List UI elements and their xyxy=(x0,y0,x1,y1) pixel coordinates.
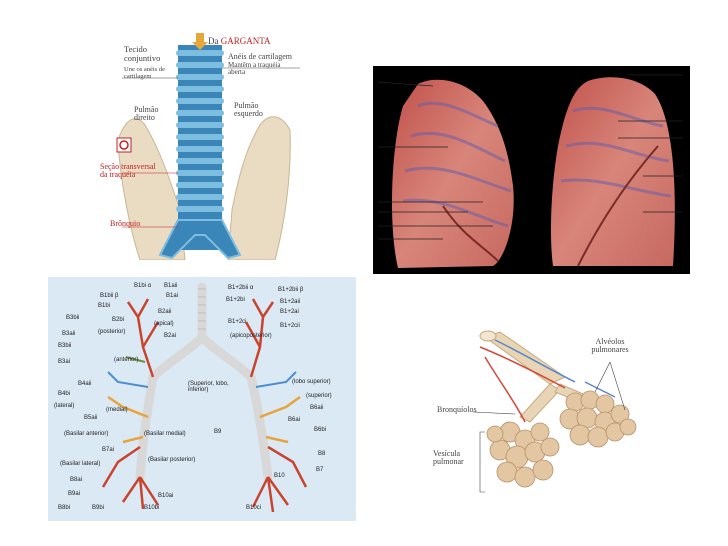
bt-label-21: (anterior) xyxy=(114,357,139,363)
lungs-photo-image xyxy=(377,74,683,268)
cross-section-icon xyxy=(116,137,132,153)
tecido-title: Tecido conjuntivo xyxy=(124,44,161,63)
bt-label-7: B1+2bi xyxy=(226,297,245,303)
bt-label-32: (Basilar lateral) xyxy=(60,461,101,467)
bt-label-24: B4aii xyxy=(78,381,92,387)
bt-label-43: (lobo superior) xyxy=(292,379,331,385)
cartilage-rings xyxy=(176,50,224,212)
bt-label-34: B7ai xyxy=(102,447,115,453)
bt-label-28: (lateral) xyxy=(54,403,75,409)
bt-label-38: B10bi xyxy=(144,505,160,511)
bt-label-4: B1+2bii β xyxy=(278,287,304,293)
vesicula-label: Vesícula pulmonar xyxy=(433,449,464,467)
lungs-photo: 1 2 3 4 5 6 1 2 7 4 6 xyxy=(373,66,690,274)
bt-label-20: (posterior) xyxy=(98,329,126,335)
bt-label-16: (apical) xyxy=(154,321,174,327)
trachea-diagram: Da GARGANTA Tecido conjuntivo Une os ané… xyxy=(100,30,310,260)
left-lung-photo xyxy=(550,77,675,266)
garganta-label: GARGANTA xyxy=(220,36,271,46)
bt-label-10: B3bii xyxy=(66,315,80,321)
bt-label-35: B8ai xyxy=(70,477,83,483)
bt-label-30: (Basilar medial) xyxy=(144,431,186,437)
lung-right-num-7: 7 xyxy=(682,133,687,142)
bt-label-19: B3bii xyxy=(58,343,72,349)
bt-label-6: B1ai xyxy=(166,293,179,299)
bronchial-tree-illustration xyxy=(101,282,308,513)
right-lung-photo xyxy=(391,79,514,268)
lung-right-num-4: 4 xyxy=(682,171,687,180)
lung-right-num-2: 2 xyxy=(682,116,687,125)
bt-label-45: B6bi xyxy=(314,427,327,433)
pulmao-esquerdo: Pulmão esquerdo xyxy=(234,101,263,119)
pulmao-direito: Pulmão direito xyxy=(134,105,159,123)
lung-right-num-1: 1 xyxy=(682,70,687,79)
aneis-title: Anéis de cartilagem xyxy=(228,52,292,61)
bt-label-31: (Basilar anterior) xyxy=(64,431,109,437)
bt-label-39: B9bi xyxy=(92,505,105,511)
bt-label-42: (Superior, lobo, inferior) xyxy=(188,381,229,393)
bt-label-14: B1+2cii xyxy=(280,323,300,329)
bt-label-33: (Basilar posterior) xyxy=(148,457,196,463)
alveolos-label: Alvéolos pulmonares xyxy=(591,337,629,355)
bt-label-47: B10 xyxy=(274,473,285,479)
garganta-prefix: Da xyxy=(208,36,219,46)
bt-label-8: B1+2aii xyxy=(280,299,301,305)
arrow-icon xyxy=(192,33,208,50)
bt-label-23: (superior) xyxy=(306,393,332,399)
bt-label-18: (apicoposterior) xyxy=(230,333,272,339)
bt-label-44: B6ai xyxy=(288,417,301,423)
bt-label-17: B2ai xyxy=(164,333,177,339)
alveoli-cluster-left xyxy=(486,421,560,488)
lung-right-num-6: 6 xyxy=(682,207,687,216)
bt-label-37: B10ai xyxy=(158,493,174,499)
bronquiolos-label: Bronquíolos xyxy=(437,405,477,414)
bt-label-49: B7 xyxy=(316,467,324,473)
bronchial-tree-diagram: B1bii β B1bi α B1aii B1+2bii α B1+2bii β… xyxy=(48,277,356,521)
bt-label-27: B6aii xyxy=(310,405,324,411)
bt-label-11: B2bi xyxy=(112,317,125,323)
bt-label-2: B1aii xyxy=(164,283,178,289)
bt-label-48: B8 xyxy=(318,451,326,457)
bt-label-9: B1+2ai xyxy=(280,309,299,315)
bt-label-13: B1+2ci xyxy=(228,319,247,325)
right-lung-shape xyxy=(117,118,186,260)
bt-label-25: B4bi xyxy=(58,391,71,397)
trachea-illustration xyxy=(116,33,300,260)
bt-label-3: B1+2bii α xyxy=(228,285,254,291)
tecido-desc: Une os anéis de cartilagem xyxy=(124,66,165,80)
bt-label-29: (medial) xyxy=(106,407,128,413)
bt-label-41: B10ci xyxy=(246,505,262,511)
bt-label-36: B9ai xyxy=(68,491,81,497)
alveoli-diagram: Alvéolos pulmonares Bronquíolos Vesícula… xyxy=(425,322,665,497)
bt-label-0: B1bii β xyxy=(100,293,119,299)
bronquio-label: Brônquio xyxy=(110,219,141,228)
left-lung-shape xyxy=(227,116,291,260)
bt-label-5: B1bi xyxy=(98,303,111,309)
bt-label-40: B8bi xyxy=(58,505,71,511)
bt-label-26: B5aii xyxy=(84,415,98,421)
bt-label-22: B3ai xyxy=(58,359,71,365)
secao-transversal: Seção transversal da traquéia xyxy=(100,162,156,180)
aneis-desc: Mantêm a traquéia aberta xyxy=(228,61,281,77)
bt-label-12: B2aii xyxy=(158,309,172,315)
alveoli-cluster-right xyxy=(559,390,637,448)
bt-label-46: B9 xyxy=(214,429,222,435)
bt-label-1: B1bi α xyxy=(134,283,152,289)
bt-label-15: B3aii xyxy=(62,331,76,337)
bronchi-branches xyxy=(158,219,242,260)
alveoli-illustration xyxy=(472,330,637,493)
